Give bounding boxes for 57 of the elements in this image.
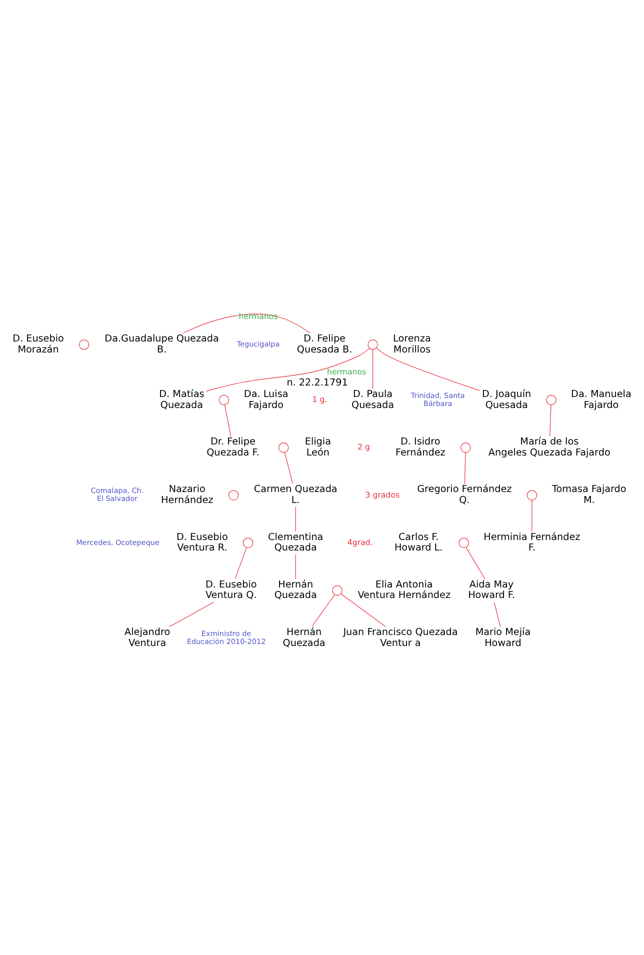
node-text: D. Isidro Fernández (395, 436, 446, 458)
connector (224, 404, 232, 436)
node-text: Nazario Hernández (161, 484, 214, 506)
node-text: Carlos F. Howard L. (394, 532, 443, 554)
connector (169, 602, 214, 627)
node-text: Da.Guadalupe Quezada B. (104, 333, 219, 356)
connector (284, 452, 294, 484)
node-text: Alejandro Ventura (124, 627, 170, 649)
node-text: D. Eusebio Ventura R. (176, 532, 228, 554)
connector (372, 349, 374, 389)
node-text: Da. Manuela Fajardo (571, 388, 632, 411)
node-circle (526, 490, 538, 500)
node-text: Lorenza Morillos (393, 333, 431, 356)
node-text: Da. Luisa Fajardo (244, 388, 288, 411)
connector (494, 602, 501, 627)
node-circle (458, 538, 469, 548)
node-text: D. Joaquín Quesada (482, 388, 532, 411)
connector (466, 547, 486, 580)
node-circle (228, 490, 239, 500)
node-text: D. Matías Quezada (159, 388, 204, 411)
connector (234, 547, 247, 580)
connector (295, 506, 296, 532)
connector (376, 348, 480, 391)
node-text: Aida May Howard F. (468, 579, 515, 602)
connector (464, 452, 466, 484)
node-circle (332, 585, 342, 596)
node-text: Herminia Fernández F. (484, 532, 580, 554)
connector (340, 593, 386, 627)
node-text: Elia Antonia Ventura Hernández (358, 579, 451, 602)
node-text: Mario Mejía Howard (475, 627, 531, 649)
node-text: Tomasa Fajardo M. (552, 484, 626, 506)
node-text: Juan Francisco Quezada Ventur a (343, 627, 458, 649)
node-circle (242, 538, 254, 548)
node-text: Hernán Quezada (282, 627, 326, 649)
connector (182, 314, 310, 334)
node-text: Hernán Quezada (274, 579, 317, 602)
connector (312, 594, 335, 627)
node-circle (278, 442, 289, 453)
node-label: n. 22.2.1791 (286, 377, 348, 388)
node-circle (368, 339, 378, 350)
connector (550, 404, 552, 436)
node-text: Eligia León (304, 436, 331, 458)
node-circle (546, 394, 556, 406)
node-text: D. Felipe Quesada B. (296, 333, 352, 356)
node-text: D. Eusebio Ventura Q. (205, 579, 257, 602)
node-text: Dr. Felipe Quezada F. (206, 436, 260, 458)
node-circle (218, 394, 230, 406)
node-text: Gregorio Fernández Q. (417, 484, 512, 506)
node-circle (78, 339, 90, 350)
node-text: D. Paula Quesada (352, 388, 394, 411)
node-text: María de los Angeles Quezada Fajardo (488, 436, 610, 458)
node-text: Clementina Quezada (268, 532, 324, 554)
node-text: Carmen Quezada L. (254, 484, 338, 506)
node-text: D. Eusebio Morazán (12, 333, 64, 356)
connector (206, 348, 370, 392)
node-circle (460, 442, 471, 453)
connector (295, 554, 296, 580)
